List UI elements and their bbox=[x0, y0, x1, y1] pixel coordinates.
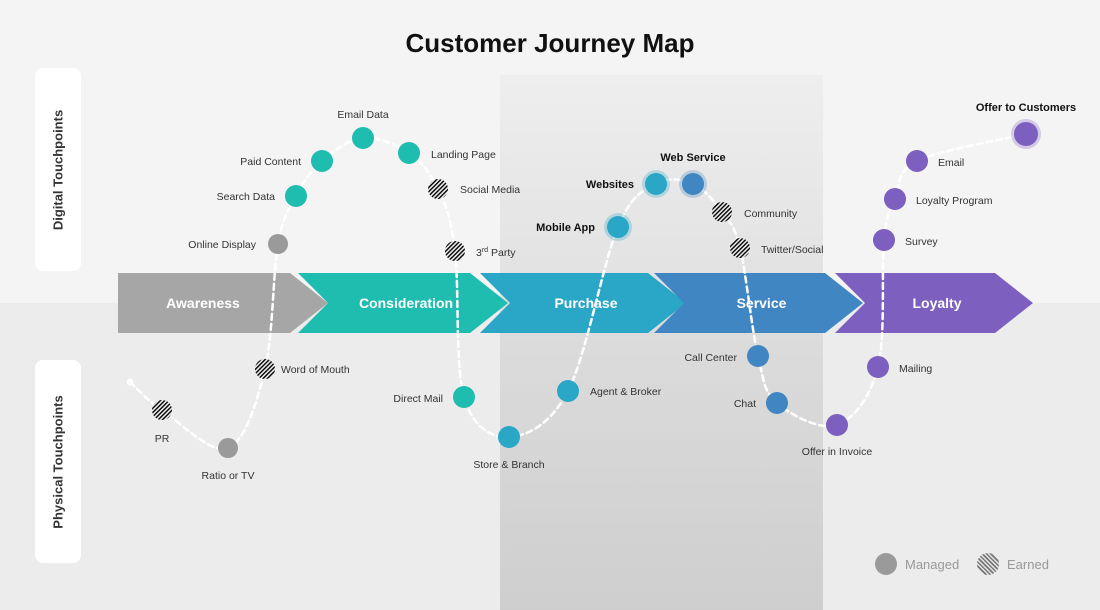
touchpoint-label-mailing: Mailing bbox=[899, 363, 932, 375]
digital-touchpoints-panel: Digital Touchpoints bbox=[35, 68, 81, 271]
purchase-service-highlight bbox=[500, 75, 823, 610]
touchpoint-label-online-display: Online Display bbox=[188, 239, 256, 251]
touchpoint-label-offer-in-invoice: Offer in Invoice bbox=[802, 446, 873, 458]
stage-label-purchase: Purchase bbox=[554, 295, 617, 311]
stage-label-loyalty: Loyalty bbox=[912, 295, 961, 311]
stage-label-consideration: Consideration bbox=[359, 295, 453, 311]
touchpoint-label-pr: PR bbox=[155, 433, 170, 445]
stage-arrows: Awareness Consideration Purchase Service Loy… bbox=[118, 273, 1033, 333]
touchpoint-dot-mailing bbox=[867, 356, 889, 378]
touchpoint-dot-call-center bbox=[747, 345, 769, 367]
page-title: Customer Journey Map bbox=[405, 28, 695, 58]
touchpoint-dot-offer-in-invoice bbox=[826, 414, 848, 436]
touchpoint-dot-mobile-app bbox=[607, 216, 629, 238]
touchpoint-label-social-media: Social Media bbox=[460, 184, 520, 196]
touchpoint-dot-websites bbox=[645, 173, 667, 195]
touchpoint-label-agent-broker: Agent & Broker bbox=[590, 386, 662, 398]
touchpoint-label-email: Email bbox=[938, 157, 964, 169]
stage-arrow-loyalty bbox=[835, 273, 1033, 333]
touchpoint-labels: PR Ratio or TV Word of Mouth Online Display… bbox=[155, 102, 1076, 482]
touchpoint-dot-direct-mail bbox=[453, 386, 475, 408]
touchpoint-label-twitter-social: Twitter/Social bbox=[761, 244, 823, 256]
touchpoint-label-search-data: Search Data bbox=[217, 191, 276, 203]
touchpoint-label-loyalty-program: Loyalty Program bbox=[916, 195, 993, 207]
legend-earned: Earned bbox=[977, 552, 1049, 576]
stage-label-awareness: Awareness bbox=[166, 295, 240, 311]
touchpoint-dot-landing-page bbox=[398, 142, 420, 164]
touchpoint-label-mobile-app: Mobile App bbox=[536, 222, 595, 234]
touchpoint-dot-email bbox=[906, 150, 928, 172]
touchpoint-label-landing-page: Landing Page bbox=[431, 149, 496, 161]
stage-arrow-purchase bbox=[480, 273, 686, 333]
touchpoint-dot-pr bbox=[152, 400, 172, 420]
stage-arrow-service bbox=[654, 273, 863, 333]
touchpoint-dot-ratio-or-tv bbox=[218, 438, 238, 458]
touchpoint-label-direct-mail: Direct Mail bbox=[393, 393, 443, 405]
touchpoint-label-community: Community bbox=[744, 208, 798, 220]
touchpoint-dot-email-data bbox=[352, 127, 374, 149]
touchpoint-dot-web-service bbox=[682, 173, 704, 195]
touchpoint-label-websites: Websites bbox=[586, 179, 634, 191]
touchpoint-dot-twitter-social bbox=[730, 238, 750, 258]
legend-earned-label: Earned bbox=[1007, 556, 1049, 572]
touchpoint-label-survey: Survey bbox=[905, 236, 938, 248]
touchpoint-dot-paid-content bbox=[311, 150, 333, 172]
touchpoint-dot-chat bbox=[766, 392, 788, 414]
touchpoint-label-store-branch: Store & Branch bbox=[473, 459, 544, 471]
touchpoint-label-word-of-mouth: Word of Mouth bbox=[281, 364, 350, 376]
earned-dot-icon bbox=[977, 553, 999, 575]
touchpoint-label-ratio-or-tv: Ratio or TV bbox=[202, 470, 255, 482]
touchpoint-dot-search-data bbox=[285, 185, 307, 207]
touchpoint-dot-agent-broker bbox=[557, 380, 579, 402]
legend-managed: Managed bbox=[875, 552, 959, 576]
touchpoint-label-offer-to-customers: Offer to Customers bbox=[976, 102, 1076, 114]
touchpoint-dot-online-display bbox=[268, 234, 288, 254]
touchpoint-label-chat: Chat bbox=[734, 398, 756, 410]
touchpoint-dot-social-media bbox=[428, 179, 448, 199]
touchpoint-label-call-center: Call Center bbox=[684, 352, 737, 364]
stage-arrow-awareness bbox=[118, 273, 328, 333]
touchpoint-markers bbox=[126, 119, 1041, 458]
touchpoint-label-email-data: Email Data bbox=[337, 109, 389, 121]
touchpoint-dot-survey bbox=[873, 229, 895, 251]
stage-arrow-consideration bbox=[298, 273, 508, 333]
touchpoint-dot-community bbox=[712, 202, 732, 222]
journey-start-dot bbox=[126, 378, 134, 386]
touchpoint-label-paid-content: Paid Content bbox=[240, 156, 301, 168]
physical-touchpoints-panel: Physical Touchpoints bbox=[35, 360, 81, 563]
touchpoint-dot-loyalty-program bbox=[884, 188, 906, 210]
touchpoint-dot-3rd-party bbox=[445, 241, 465, 261]
legend-managed-label: Managed bbox=[905, 556, 960, 572]
touchpoint-dot-offer-to-customers bbox=[1014, 122, 1038, 146]
managed-dot-icon bbox=[875, 553, 897, 575]
touchpoint-dot-word-of-mouth bbox=[255, 359, 275, 379]
touchpoint-label-3rd-party: 3rd Party bbox=[476, 247, 516, 259]
touchpoint-dot-store-branch bbox=[498, 426, 520, 448]
touchpoint-label-web-service: Web Service bbox=[660, 152, 725, 164]
stage-label-service: Service bbox=[737, 295, 787, 311]
